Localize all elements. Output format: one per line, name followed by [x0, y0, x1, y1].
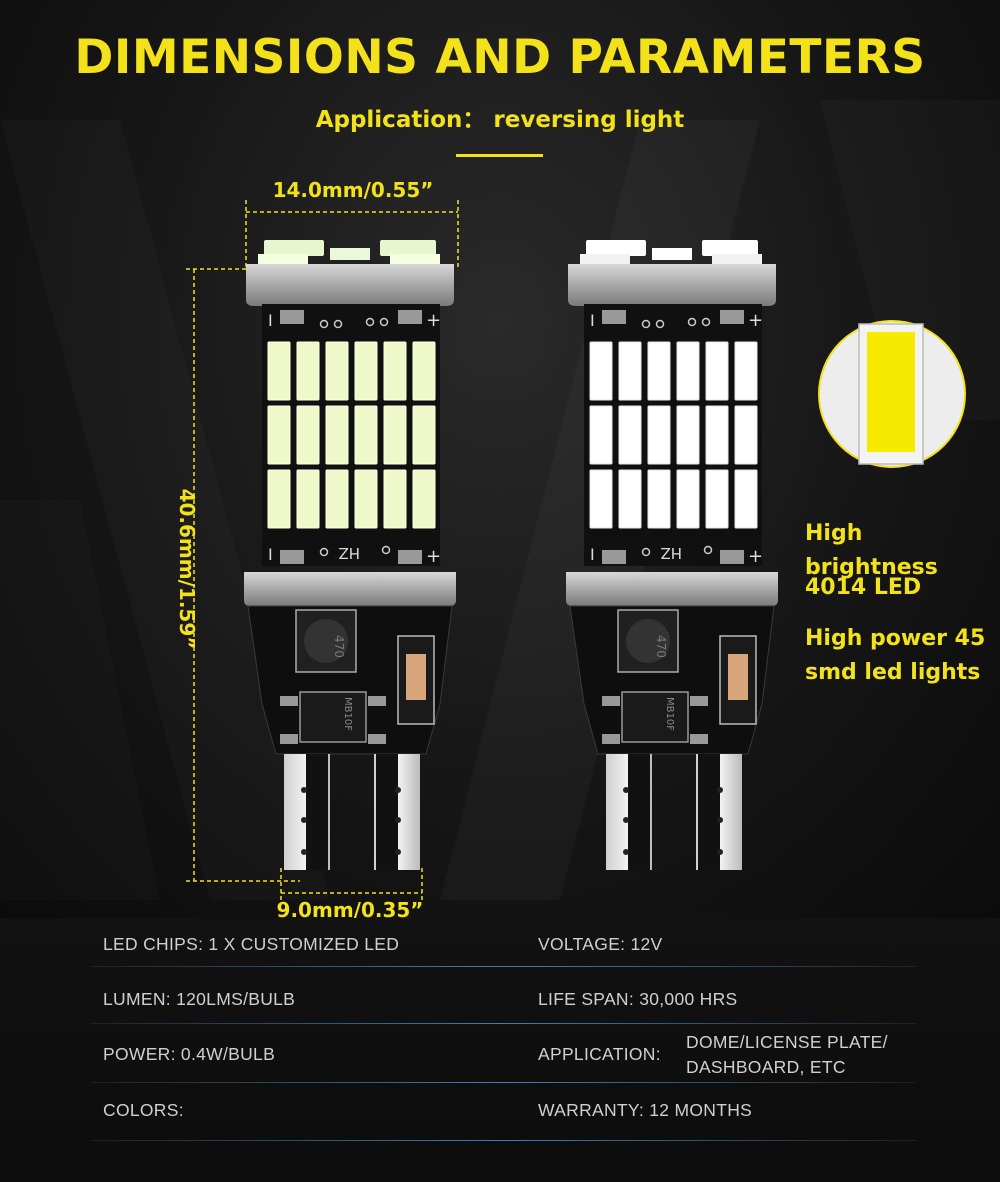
pcb-plus-mark: +: [426, 310, 441, 331]
bridge-mark: MB10F: [342, 697, 353, 731]
svg-text:+: +: [748, 546, 763, 567]
feature-power: High power 45 smd led lights: [805, 626, 986, 685]
height-dimension-label: 40.6mm/1.59”: [175, 488, 199, 650]
top-chip: [264, 240, 324, 256]
spec-divider: [90, 966, 916, 967]
bottom-heatsink: [244, 572, 456, 606]
solder-pad: [280, 310, 304, 324]
led-chip-zoom: [818, 320, 966, 468]
top-chip: [258, 254, 308, 266]
inductor-mark: 470: [332, 635, 346, 658]
top-chip: [330, 248, 370, 260]
bridge-rectifier: [299, 691, 367, 743]
top-heatsink: [246, 264, 454, 306]
dimension-guides: [186, 200, 459, 900]
spec-divider: [90, 1023, 916, 1024]
spec-divider: [90, 1082, 916, 1083]
spec-application-label: APPLICATION:: [538, 1044, 661, 1064]
spec-life-span: LIFE SPAN: 30,000 HRS: [538, 989, 738, 1009]
background: [0, 0, 1000, 920]
led-chip-grid: [589, 341, 758, 529]
spec-warranty: WARRANTY: 12 MONTHS: [538, 1100, 753, 1120]
svg-text:+: +: [426, 546, 441, 567]
led-bulb-lit: I + I + HZ 470 MB10F: [244, 240, 456, 870]
svg-text:MB10F: MB10F: [664, 697, 675, 731]
led-bulb-white: I + I + HZ 470 MB10F: [566, 240, 778, 870]
top-chip: [380, 240, 436, 256]
svg-text:HZ: HZ: [660, 544, 682, 562]
top-chip: [390, 254, 440, 266]
specs-panel: [0, 918, 1000, 1182]
spec-voltage: VOLTAGE: 12V: [538, 934, 663, 954]
chip-emitter: [867, 332, 915, 452]
hz-mark: HZ: [338, 544, 360, 562]
pcb-board: [262, 304, 440, 566]
feature-brightness: High brightness: [805, 521, 938, 580]
subtitle-underline: [456, 154, 543, 157]
svg-text:I: I: [590, 545, 595, 564]
solder-pad: [398, 310, 422, 324]
page-title: DIMENSIONS AND PARAMETERS: [74, 30, 926, 85]
spec-application-value: DOME/LICENSE PLATE/ DASHBOARD, ETC: [686, 1032, 888, 1077]
spec-colors: COLORS:: [103, 1100, 184, 1120]
svg-text:470: 470: [654, 635, 668, 658]
svg-text:+: +: [748, 310, 763, 331]
led-chip-grid: [267, 341, 436, 529]
pcb-minus-mark: I: [268, 311, 273, 330]
svg-text:I: I: [590, 311, 595, 330]
feature-led-type: 4014 LED: [805, 575, 922, 600]
spec-divider: [90, 1140, 916, 1141]
spec-lumen: LUMEN: 120LMS/BULB: [103, 989, 296, 1009]
resistor: [406, 654, 426, 700]
spec-led-chips: LED CHIPS: 1 X CUSTOMIZED LED: [103, 934, 400, 954]
spec-power: POWER: 0.4W/BULB: [103, 1044, 276, 1064]
application-subtitle: Application： reversing light: [315, 107, 685, 133]
width-dimension-label: 14.0mm/0.55”: [272, 178, 434, 202]
svg-text:I: I: [268, 545, 273, 564]
